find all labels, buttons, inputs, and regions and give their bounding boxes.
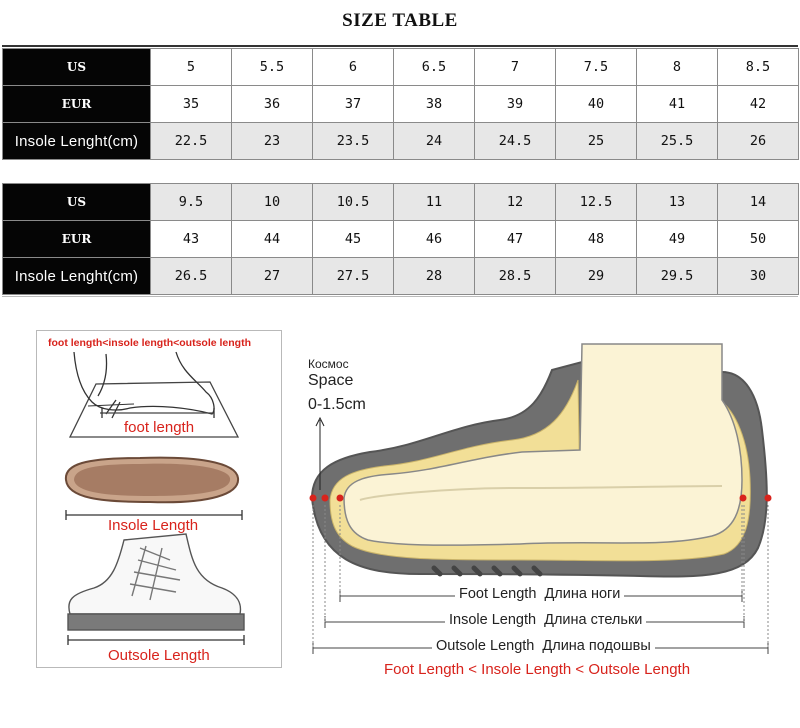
foot-length-en: Foot Length: [459, 586, 537, 602]
table-cell: 26: [717, 122, 799, 160]
table-cell: 25.5: [636, 122, 718, 160]
title-divider: [2, 45, 798, 47]
row-header-us: US: [2, 48, 151, 86]
foot-measure-illustration: [68, 351, 240, 438]
table-cell: 49: [636, 220, 718, 258]
table-cell: 9.5: [150, 183, 232, 221]
table-cell: 28: [393, 257, 475, 295]
table-cell: 6: [312, 48, 394, 86]
table-cell: 36: [231, 85, 313, 123]
row-header-insole: Insole Lenght(cm): [2, 122, 151, 160]
table-cell: 46: [393, 220, 475, 258]
outsole-length-dimension-label: Outsole Length Длина подошвы: [432, 638, 655, 654]
insole-length-dimension-label: Insole Length Длина стельки: [445, 612, 647, 628]
size-table-title: SIZE TABLE: [342, 10, 458, 31]
outsole-length-label: Outsole Length: [108, 647, 210, 664]
shoe-cross-section: [309, 343, 772, 578]
table-cell: 26.5: [150, 257, 232, 295]
insole-length-en: Insole Length: [449, 612, 537, 628]
table-cell: 10.5: [312, 183, 394, 221]
table-cell: 45: [312, 220, 394, 258]
table-row-insole: Insole Lenght(cm) 26.5 27 27.5 28 28.5 2…: [2, 257, 799, 295]
table-cell: 39: [474, 85, 556, 123]
table-cell: 42: [717, 85, 799, 123]
table-cell: 24.5: [474, 122, 556, 160]
row-header-us: US: [2, 183, 151, 221]
insole-illustration: [64, 456, 243, 520]
space-range-label: 0-1.5cm: [308, 396, 366, 413]
space-label-ru: Космос: [308, 357, 349, 371]
table-cell: 30: [717, 257, 799, 295]
measurement-diagram-area: [2, 296, 798, 721]
table-cell: 14: [717, 183, 799, 221]
table-cell: 41: [636, 85, 718, 123]
insole-length-ru: Длина стельки: [544, 612, 643, 628]
table-cell: 7: [474, 48, 556, 86]
table-cell: 25: [555, 122, 637, 160]
table-cell: 12.5: [555, 183, 637, 221]
table-cell: 38: [393, 85, 475, 123]
table-cell: 24: [393, 122, 475, 160]
table-cell: 27.5: [312, 257, 394, 295]
length-comparison-formula: Foot Length < Insole Length < Outsole Le…: [384, 661, 691, 678]
table-row-insole: Insole Lenght(cm) 22.5 23 23.5 24 24.5 2…: [2, 122, 799, 160]
space-label-en: Space: [308, 372, 354, 389]
foot-length-dimension-label: Foot Length Длина ноги: [455, 586, 625, 602]
table-cell: 43: [150, 220, 232, 258]
table-row-eur: EUR 43 44 45 46 47 48 49 50: [2, 220, 799, 258]
outsole-length-ru: Длина подошвы: [542, 638, 651, 654]
table-cell: 8: [636, 48, 718, 86]
row-header-insole: Insole Lenght(cm): [2, 257, 151, 295]
table-cell: 28.5: [474, 257, 556, 295]
table-cell: 50: [717, 220, 799, 258]
foot-length-ru: Длина ноги: [544, 586, 621, 602]
table-cell: 10: [231, 183, 313, 221]
table-cell: 7.5: [555, 48, 637, 86]
outsole-length-en: Outsole Length: [436, 638, 535, 654]
table-cell: 23: [231, 122, 313, 160]
table-cell: 40: [555, 85, 637, 123]
row-header-eur: EUR: [2, 85, 151, 123]
left-formula-text: foot length<insole length<outsole length: [48, 337, 251, 349]
size-table-2: US 9.5 10 10.5 11 12 12.5 13 14 EUR 43 4…: [2, 183, 799, 295]
table-cell: 11: [393, 183, 475, 221]
table-cell: 27: [231, 257, 313, 295]
table-cell: 23.5: [312, 122, 394, 160]
table-cell: 13: [636, 183, 718, 221]
row-header-eur: EUR: [2, 220, 151, 258]
table-cell: 5.5: [231, 48, 313, 86]
size-table-1: US 5 5.5 6 6.5 7 7.5 8 8.5 EUR 35 36 37 …: [2, 48, 799, 160]
table-cell: 5: [150, 48, 232, 86]
foot-length-label: foot length: [124, 419, 195, 436]
table-cell: 12: [474, 183, 556, 221]
table-cell: 29.5: [636, 257, 718, 295]
table-row-us: US 9.5 10 10.5 11 12 12.5 13 14: [2, 183, 799, 221]
table-cell: 29: [555, 257, 637, 295]
table-row-us: US 5 5.5 6 6.5 7 7.5 8 8.5: [2, 48, 799, 86]
table-cell: 35: [150, 85, 232, 123]
table-cell: 22.5: [150, 122, 232, 160]
table-cell: 48: [555, 220, 637, 258]
boot-illustration: [67, 533, 245, 645]
insole-length-label: Insole Length: [108, 517, 199, 534]
table-row-eur: EUR 35 36 37 38 39 40 41 42: [2, 85, 799, 123]
